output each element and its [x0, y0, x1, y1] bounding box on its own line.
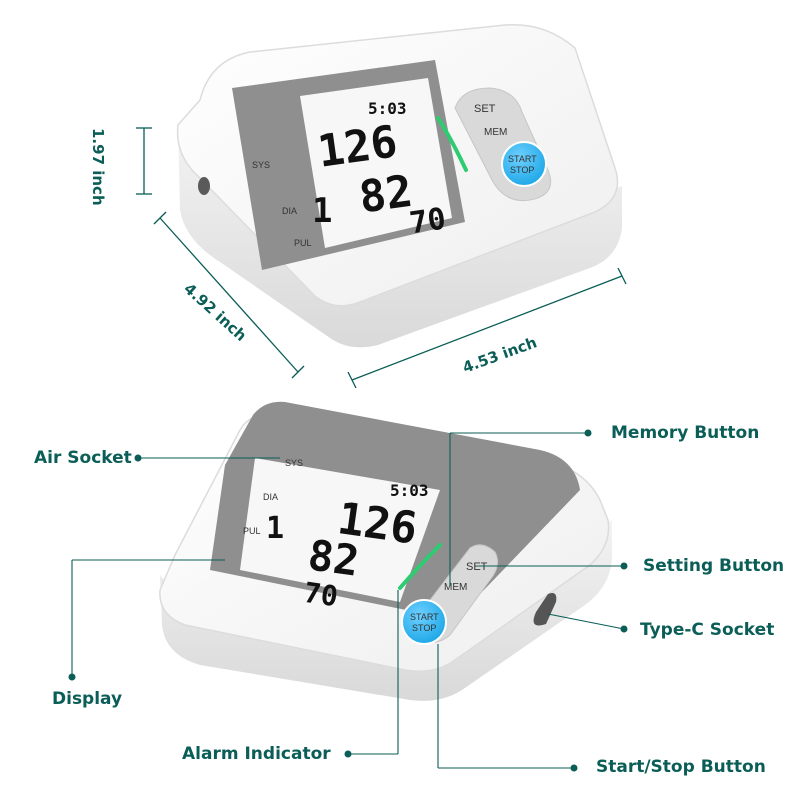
pulse-value: 70 — [407, 202, 448, 242]
device-top-view: SYS DIA PUL 5:03 126 82 70 1 SET MEM STA… — [176, 23, 622, 348]
front-start-label: START — [410, 612, 439, 622]
device-front-side — [160, 520, 612, 701]
mem-button[interactable]: MEM — [484, 127, 507, 138]
air-socket-label: Air Socket — [34, 448, 132, 468]
front-dia-value: 82 — [305, 530, 362, 586]
front-pul-label: PUL — [243, 526, 261, 536]
dimension-lines — [136, 127, 627, 389]
front-set-button[interactable]: SET — [466, 561, 488, 573]
dia-value: 82 — [356, 166, 416, 224]
front-mem-button[interactable]: MEM — [444, 582, 467, 593]
front-lcd-panel — [240, 458, 440, 602]
front-stop-label: STOP — [412, 623, 436, 633]
memory-button-label: Memory Button — [611, 423, 760, 443]
front-memory-digit: 1 — [266, 511, 284, 546]
set-button[interactable]: SET — [474, 103, 496, 115]
front-pulse-value: 70 — [302, 576, 340, 613]
height-dimension: 1.97 inch — [89, 128, 107, 206]
depth-dimension: 4.92 inch — [180, 280, 250, 345]
front-sys-label: SYS — [285, 458, 303, 468]
front-start-stop-button[interactable] — [401, 599, 447, 645]
device-body-side — [178, 125, 622, 348]
front-time-readout: 5:03 — [390, 481, 429, 500]
memory-digit: 1 — [312, 191, 332, 231]
sys-label: SYS — [252, 160, 270, 170]
dia-label: DIA — [282, 206, 297, 216]
alarm-indicator-label: Alarm Indicator — [182, 744, 331, 764]
alarm-led — [436, 116, 468, 172]
stop-label: STOP — [510, 165, 534, 175]
front-sys-value: 126 — [334, 493, 420, 555]
width-dimension: 4.53 inch — [460, 333, 539, 376]
callout-dots — [68, 429, 628, 772]
callout-lines — [71, 432, 625, 769]
pul-label: PUL — [294, 238, 312, 248]
device-front-view: SYS DIA PUL 5:03 126 82 70 1 SET MEM STA… — [159, 401, 612, 701]
lcd-panel — [300, 78, 452, 248]
front-alarm-led — [398, 543, 442, 590]
setting-button-label: Setting Button — [643, 556, 785, 576]
start-label: START — [508, 154, 537, 164]
display-label: Display — [52, 689, 123, 709]
type-c-port — [533, 593, 557, 626]
front-dia-label: DIA — [263, 492, 278, 502]
start-stop-button-label: Start/Stop Button — [596, 757, 766, 777]
type-c-socket-label: Type-C Socket — [640, 620, 775, 640]
time-readout: 5:03 — [368, 99, 407, 118]
air-socket-hole — [198, 177, 210, 195]
sys-value: 126 — [315, 116, 401, 178]
start-stop-button[interactable] — [501, 141, 547, 187]
